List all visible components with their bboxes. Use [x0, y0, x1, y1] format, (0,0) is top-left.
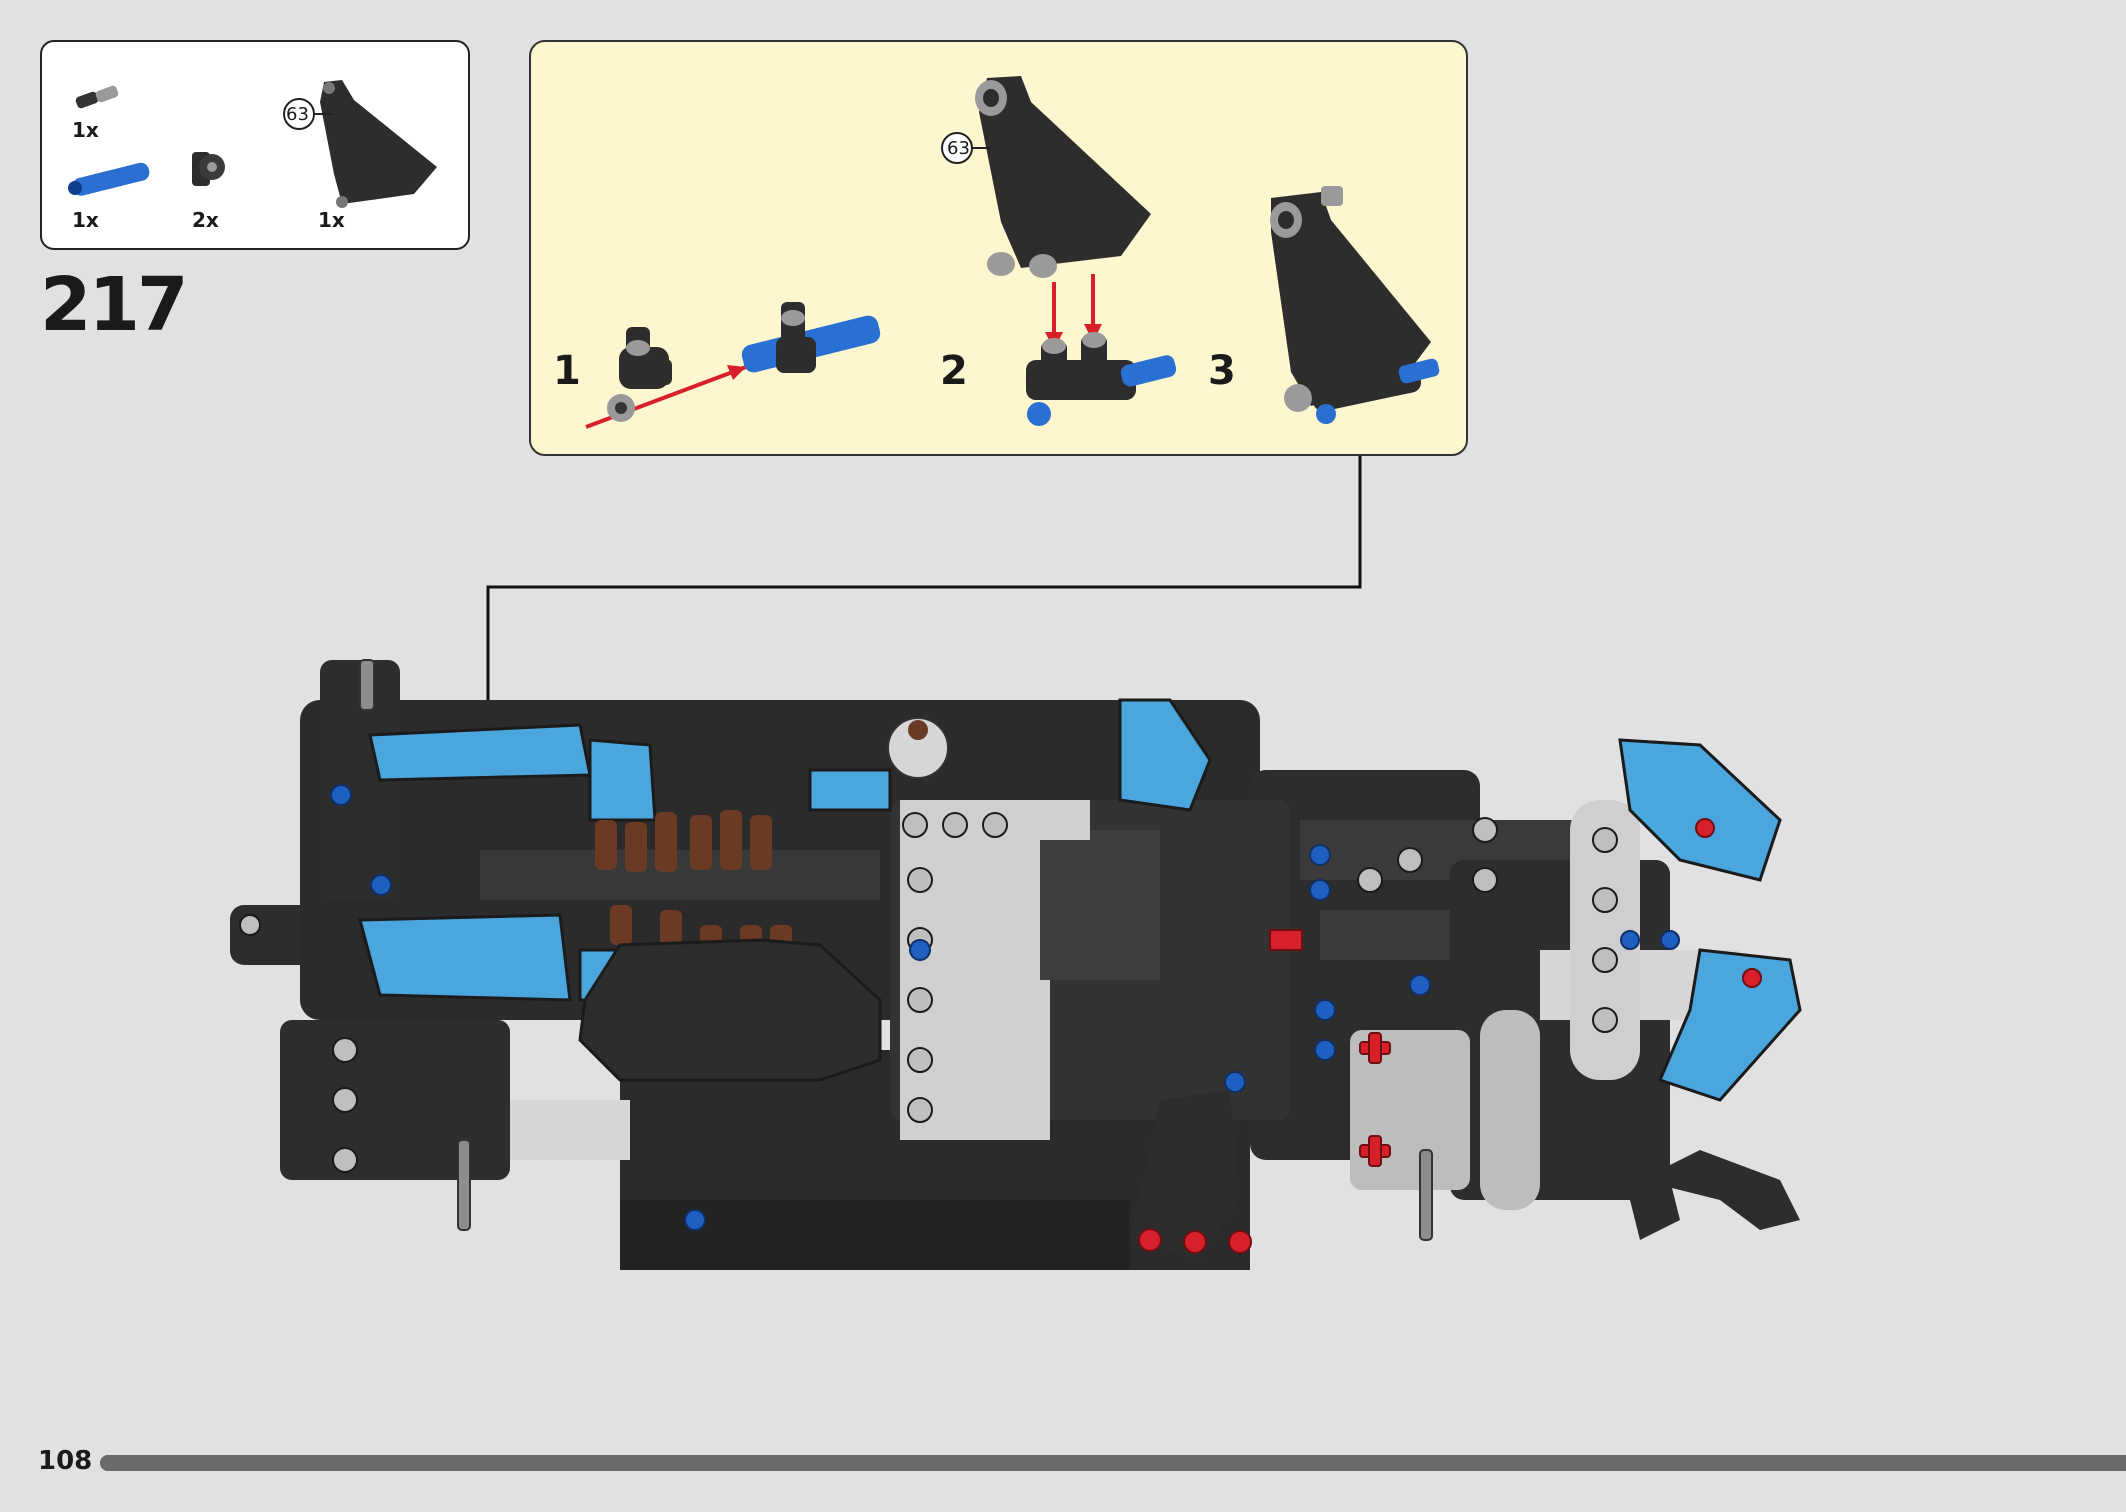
part-qty: 1x — [318, 208, 345, 232]
step-number: 217 — [40, 262, 188, 348]
sub-assembly-callout: 1 2 3 63 — [529, 40, 1468, 456]
part-qty: 2x — [192, 208, 219, 232]
part-qty: 1x — [72, 208, 99, 232]
sub-step-2-illustration — [941, 76, 1177, 426]
part-qty: 1x — [72, 118, 99, 142]
blue-pins — [330, 784, 1680, 1231]
axles — [359, 659, 1433, 1241]
pin-black-gray-icon — [75, 85, 119, 109]
red-pins — [1138, 818, 1762, 1254]
sub-step-3-illustration — [1270, 186, 1440, 424]
front-black-panel — [578, 938, 882, 1082]
parts-list: 1x 1x 2x 1x 63 — [40, 40, 470, 250]
progress-bar-fill — [100, 1455, 2126, 1471]
axle-holes — [239, 812, 1618, 1173]
axle-pin-blue-icon — [68, 162, 150, 196]
panel-black-icon — [283, 80, 437, 208]
sub-step-number-1: 1 — [553, 348, 581, 394]
page-number: 108 — [38, 1446, 93, 1476]
callout-illustration — [585, 76, 1440, 429]
sub-step-number-3: 3 — [1208, 348, 1236, 394]
sub-step-number-2: 2 — [940, 348, 968, 394]
sub-step-1-illustration — [585, 302, 881, 429]
parts-illustration — [68, 80, 437, 208]
pin-connector-black-icon — [192, 152, 225, 186]
progress-bar — [100, 1455, 2126, 1471]
callout-part-label: 63 — [947, 138, 970, 159]
part-label: 63 — [286, 104, 309, 125]
side-black-panel — [1130, 1090, 1240, 1260]
gear-icon — [887, 717, 949, 779]
chassis-model-illustration — [230, 456, 1802, 1270]
